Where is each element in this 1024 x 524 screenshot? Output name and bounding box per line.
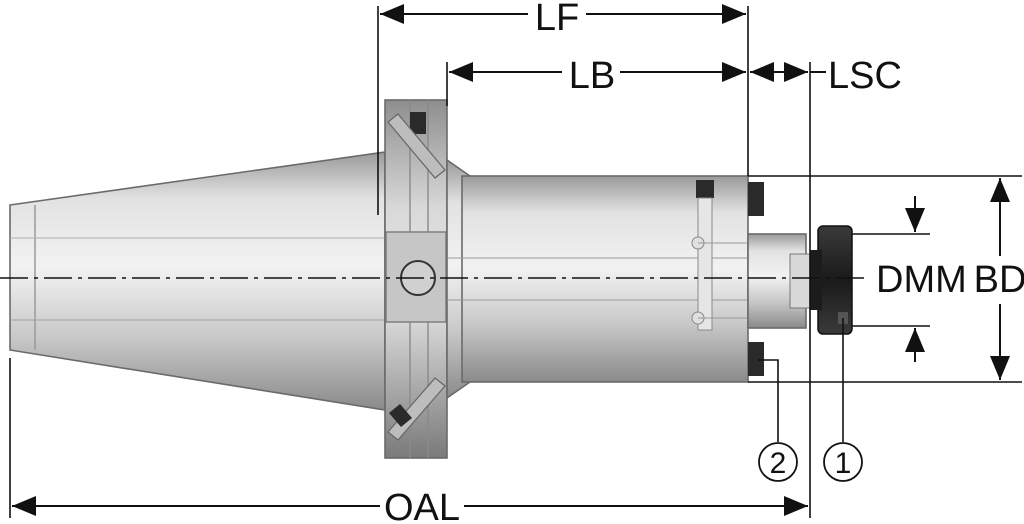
callout-2: 2 (758, 359, 798, 482)
label-lb: LB (569, 55, 615, 97)
set-screw-top (748, 182, 764, 216)
callout-1: 1 (823, 318, 863, 482)
label-bd: BD (974, 259, 1024, 301)
callout-1-number: 1 (835, 447, 852, 480)
tool-holder-body (9, 99, 853, 459)
dimension-oal: OAL (12, 487, 808, 524)
label-lsc: LSC (828, 55, 902, 97)
dimension-lf: LF (380, 0, 746, 39)
label-oal: OAL (384, 487, 460, 524)
dimension-bd: BD (974, 178, 1024, 380)
set-screw-bottom (748, 342, 764, 376)
callout-2-number: 2 (770, 447, 787, 480)
extension-lines (9, 6, 1022, 518)
label-dmm: DMM (876, 259, 967, 301)
dimension-lb: LB (449, 55, 746, 97)
dimension-dmm: DMM (876, 196, 967, 362)
label-lf: LF (535, 0, 579, 39)
taper-shank (9, 151, 386, 411)
dimension-lsc: LSC (750, 55, 902, 97)
